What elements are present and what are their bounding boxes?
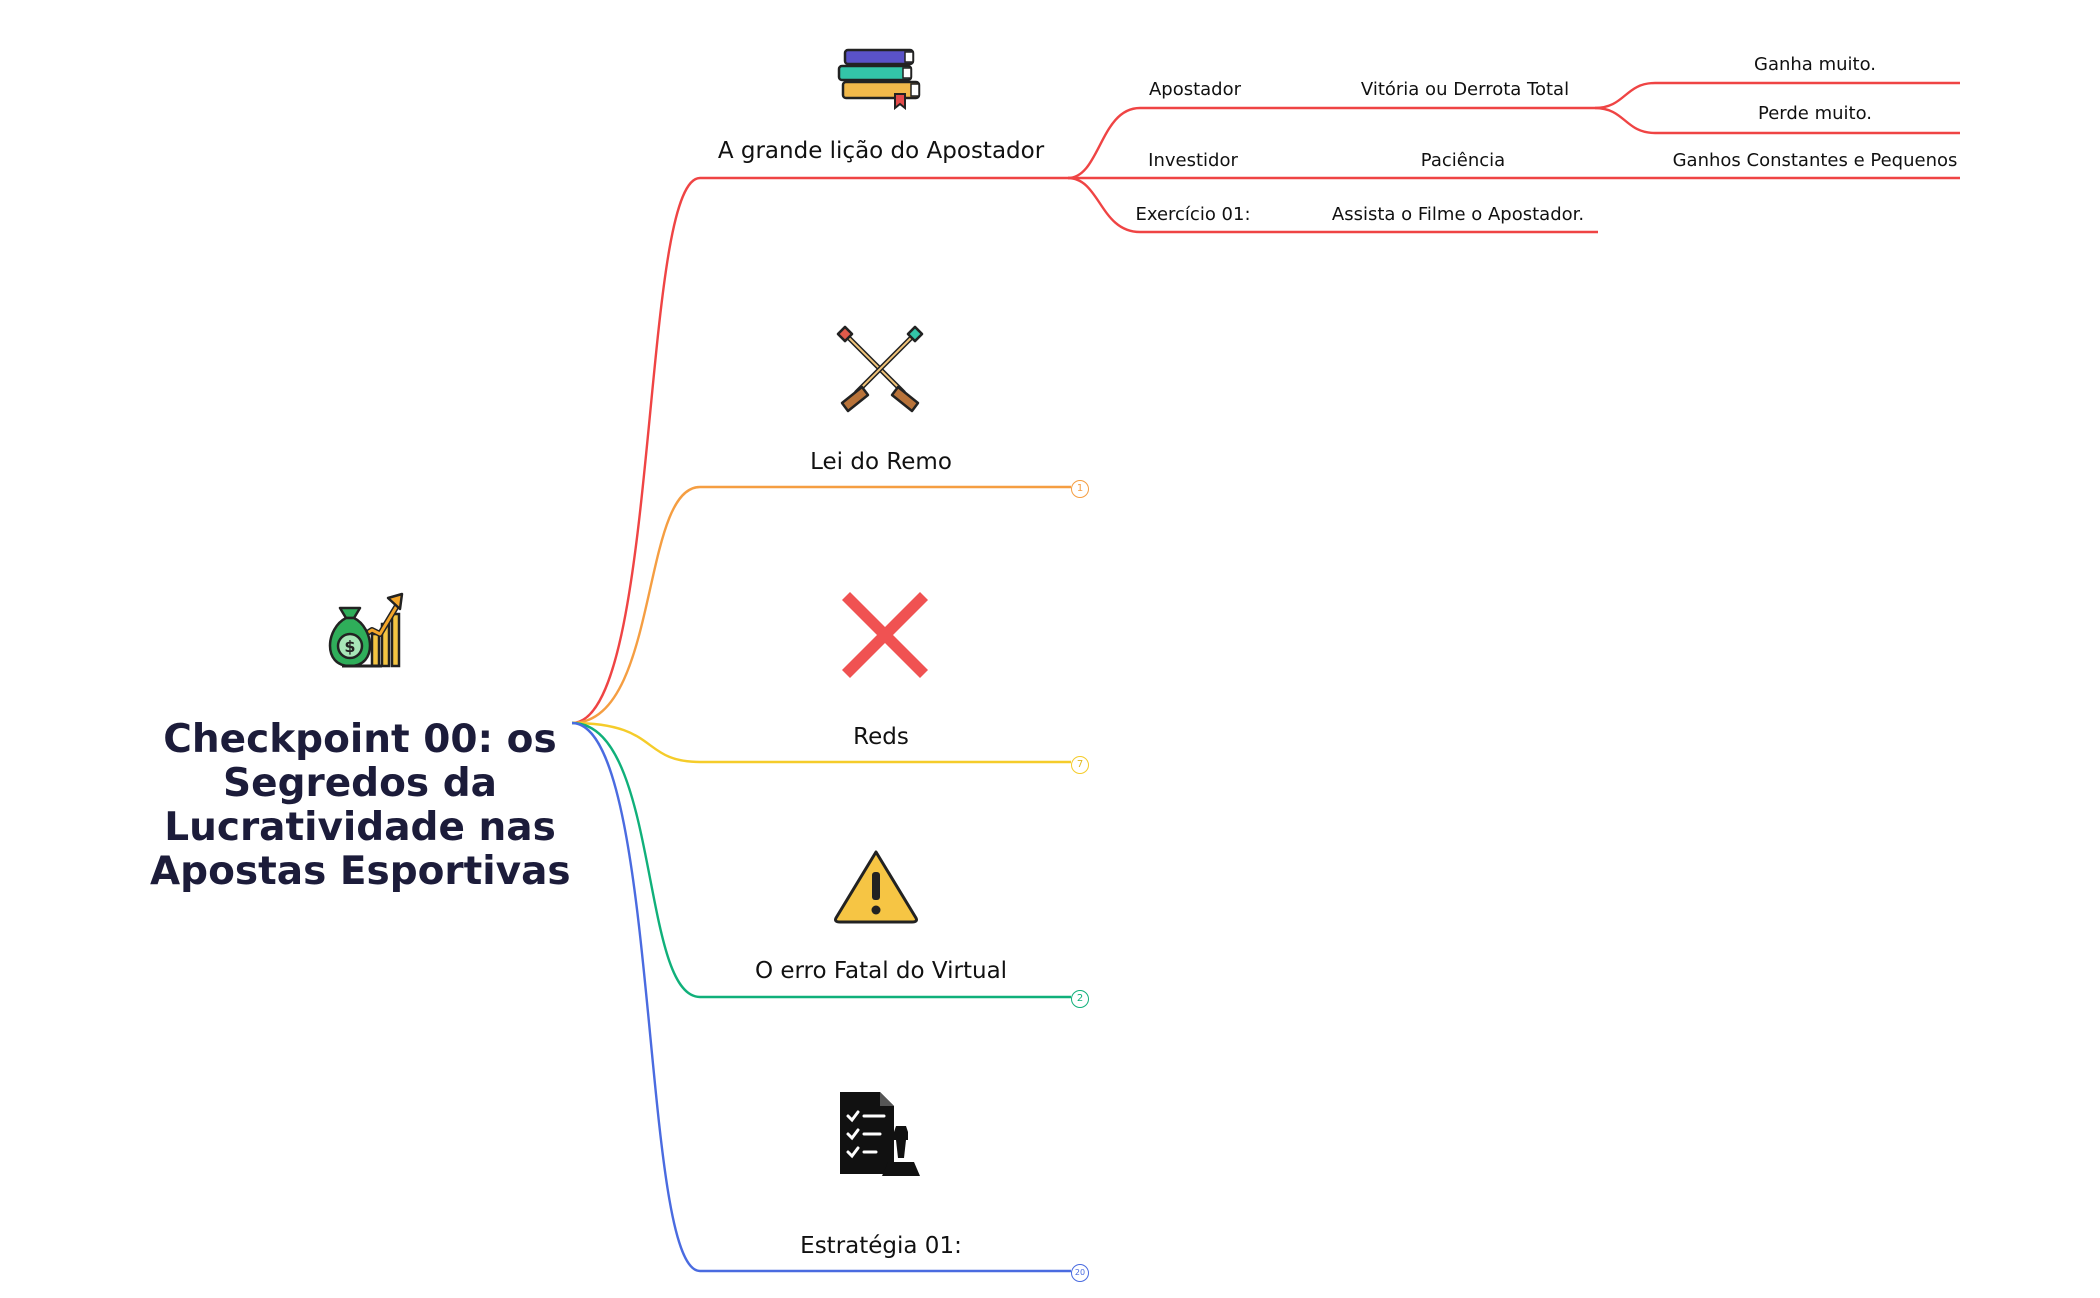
subtopic-exercicio[interactable]: Exercício 01: [1135,204,1251,225]
sub-connector-ganha [1594,81,1960,110]
collapse-count-badge-reds[interactable]: 7 [1071,756,1089,774]
branch-label-remo[interactable]: Lei do Remo [810,449,952,475]
sub-connector-exercicio [1067,176,1598,234]
sub-connector-perde [1594,106,1960,135]
subtopic-vitoria-derrota[interactable]: Vitória ou Derrota Total [1360,79,1570,100]
warning-icon [832,848,920,924]
collapse-count-badge-erro[interactable]: 2 [1071,990,1089,1008]
sub-connector-apostador [1067,106,1595,180]
red-cross-icon [840,590,930,680]
money-bag-growth-icon: $ [320,582,410,672]
branch-connector-erro [571,721,1071,999]
subtopic-assista-filme[interactable]: Assista o Filme o Apostador. [1331,204,1585,225]
branch-label-licao[interactable]: A grande lição do Apostador [717,138,1045,164]
branch-connector-estrategia [571,721,1071,1273]
branch-label-estrategia[interactable]: Estratégia 01: [800,1233,962,1259]
root-title-line: Segredos da [223,761,497,806]
strategy-document-icon [836,1090,926,1180]
subtopic-apostador[interactable]: Apostador [1148,79,1242,100]
root-topic-title[interactable]: Checkpoint 00: os Segredos da Lucrativid… [150,717,571,894]
subtopic-perde-muito[interactable]: Perde muito. [1757,103,1873,124]
svg-text:$: $ [344,637,355,656]
subtopic-investidor[interactable]: Investidor [1148,150,1238,171]
branch-connector-licao [571,176,1068,725]
crossed-oars-icon [832,325,928,415]
collapse-count-badge-estrategia[interactable]: 20 [1071,1264,1089,1282]
root-title-line: Checkpoint 00: os [163,717,557,762]
collapse-count-badge-remo[interactable]: 1 [1071,480,1089,498]
subtopic-paciencia[interactable]: Paciência [1420,150,1506,171]
branch-label-erro[interactable]: O erro Fatal do Virtual [754,958,1008,984]
subtopic-ganhos-constantes[interactable]: Ganhos Constantes e Pequenos [1672,150,1958,171]
root-title-line: Lucratividade nas [164,805,556,850]
branch-connector-reds [571,721,1071,764]
root-title-line: Apostas Esportivas [150,849,571,894]
branch-connector-remo [571,485,1071,725]
books-icon [835,44,925,111]
branch-label-reds[interactable]: Reds [853,724,909,750]
subtopic-ganha-muito[interactable]: Ganha muito. [1754,54,1876,75]
